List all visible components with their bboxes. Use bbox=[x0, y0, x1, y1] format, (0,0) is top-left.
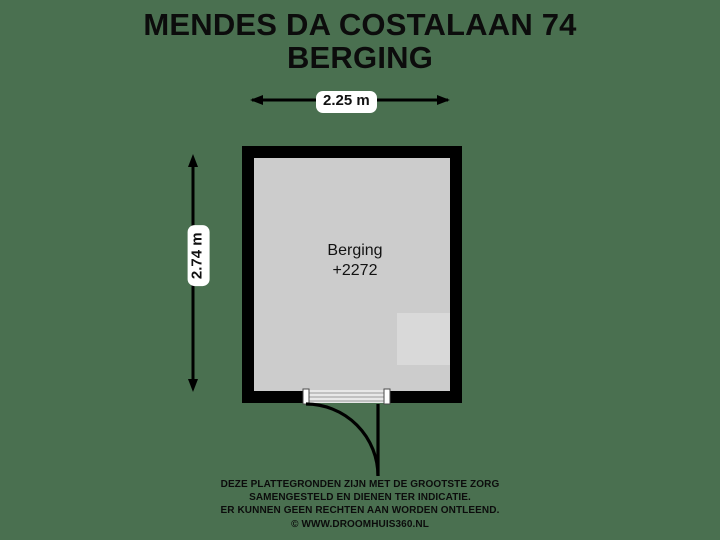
fixture-block bbox=[397, 313, 450, 365]
room-label-group: Berging +2272 bbox=[252, 241, 458, 281]
title-room-line: BERGING bbox=[286, 40, 434, 76]
title-address-line: MENDES DA COSTALAAN 74 bbox=[143, 7, 577, 42]
disclaimer-line-1: DEZE PLATTEGRONDEN ZIJN MET DE GROOTSTE … bbox=[220, 479, 500, 490]
dimension-label-height: 2.74 m bbox=[187, 225, 210, 287]
disclaimer-footer: DEZE PLATTEGRONDEN ZIJN MET DE GROOTSTE … bbox=[0, 478, 720, 531]
page-title: MENDES DA COSTALAAN 74 BERGING bbox=[0, 8, 720, 75]
door-threshold bbox=[302, 388, 391, 405]
room-level-text: +2272 bbox=[332, 262, 378, 280]
disclaimer-line-2: SAMENGESTELD EN DIENEN TER INDICATIE. bbox=[249, 492, 471, 504]
disclaimer-line-3: ER KUNNEN GEEN RECHTEN AAN WORDEN ONTLEE… bbox=[220, 505, 500, 517]
dimension-label-width: 2.25 m bbox=[316, 91, 377, 113]
room-name-text: Berging bbox=[327, 242, 383, 259]
disclaimer-copyright: © WWW.DROOMHUIS360.NL bbox=[291, 518, 429, 530]
door-swing bbox=[305, 402, 380, 477]
